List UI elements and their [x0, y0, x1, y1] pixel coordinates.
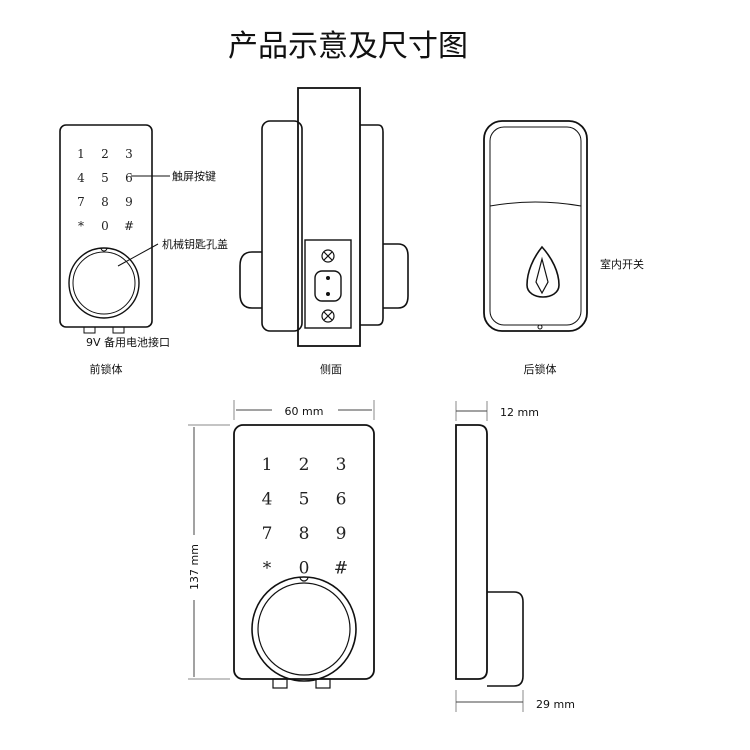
depth-label: 29 mm [536, 698, 575, 711]
side-profile-body [455, 424, 488, 680]
keypad-key: 9 [125, 195, 133, 209]
keypad-key: 8 [101, 195, 109, 209]
back-view-caption: 后锁体 [524, 362, 557, 376]
side-lock-view: 侧面 [239, 87, 409, 376]
keyhole-cover-mark [100, 247, 108, 252]
back-panel-inner [489, 126, 582, 326]
front-panel-outline [59, 124, 153, 328]
latch-bolt [314, 270, 342, 302]
key-cover-leader [117, 243, 159, 267]
battery-terminal-right [112, 326, 125, 334]
large-front-panel [233, 424, 375, 680]
width-label: 60 mm [285, 405, 324, 418]
keypad-key: 5 [101, 171, 109, 185]
front-lock-view: 1 2 3 4 5 6 7 8 9 * 0 # 触屏按键 机械钥匙孔盖 9V 备用电池接口 前锁体 [59, 124, 228, 376]
keypad-key: # [124, 219, 134, 233]
latch-screw-top-slot [323, 251, 333, 261]
keypad-key: 3 [125, 147, 133, 161]
back-panel-outline [483, 120, 588, 332]
side-view-caption: 侧面 [320, 363, 342, 376]
keypad-key: 7 [77, 195, 85, 209]
side-front-escutcheon [261, 120, 303, 332]
keypad-key: 2 [299, 455, 310, 475]
keypad-key: # [334, 559, 348, 579]
keypad-key: 8 [299, 524, 310, 544]
latch-screw-bottom-slot [323, 311, 333, 321]
back-status-dot [537, 324, 543, 330]
side-back-escutcheon [360, 124, 384, 326]
keypad-key: 4 [262, 490, 273, 510]
large-keyhole-mark [299, 576, 309, 582]
keypad-key: 5 [299, 490, 310, 510]
large-keypad: 1 2 3 4 5 6 7 8 9 * 0 # [262, 455, 349, 579]
front-keypad: 1 2 3 4 5 6 7 8 9 * 0 # [77, 147, 134, 233]
latch-screw-top [321, 249, 335, 263]
front-knob-ring [68, 247, 140, 319]
thickness-label: 12 mm [500, 406, 539, 419]
battery-port-label: 9V 备用电池接口 [86, 335, 170, 349]
large-knob [257, 582, 351, 676]
page-title: 产品示意及尺寸图 [228, 29, 468, 64]
latch-dot-top [326, 276, 330, 280]
back-lock-view: 室内开关 后锁体 [483, 120, 644, 376]
front-knob [72, 251, 136, 315]
height-label: 137 mm [188, 544, 201, 590]
back-panel-divider [489, 201, 582, 207]
side-door-block [297, 87, 361, 347]
keypad-key: * [78, 219, 84, 233]
indoor-thumbturn [526, 245, 560, 298]
keypad-key: 1 [77, 147, 85, 161]
keypad-key: 0 [101, 219, 109, 233]
indoor-switch-label: 室内开关 [600, 257, 644, 271]
keypad-key: 3 [336, 455, 347, 475]
keypad-key: 9 [336, 524, 347, 544]
latch-dot-bottom [326, 292, 330, 296]
keypad-key: 6 [336, 490, 347, 510]
keypad-key: 0 [299, 559, 310, 579]
thumbturn-grip [535, 256, 549, 295]
front-view-caption: 前锁体 [90, 362, 123, 376]
keypad-key: 1 [262, 455, 273, 475]
touch-keys-label: 触屏按键 [172, 169, 216, 183]
keypad-key: 4 [77, 171, 85, 185]
large-terminal-right [315, 678, 331, 689]
large-terminal-left [272, 678, 288, 689]
battery-terminal-left [83, 326, 96, 334]
front-dimension-view: 1 2 3 4 5 6 7 8 9 * 0 # 60 mm 137 mm [188, 400, 375, 689]
keypad-key: * [263, 559, 272, 579]
keypad-key: 2 [101, 147, 109, 161]
latch-screw-bottom [321, 309, 335, 323]
side-dimension-view: 12 mm 29 mm [455, 401, 575, 712]
latch-faceplate [304, 239, 352, 329]
large-knob-ring [251, 576, 357, 682]
keypad-key: 7 [262, 524, 273, 544]
side-profile-knob [487, 591, 524, 687]
key-cover-label: 机械钥匙孔盖 [162, 237, 228, 251]
side-back-knob [383, 243, 409, 309]
side-front-cylinder [239, 251, 262, 309]
keypad-key: 6 [125, 171, 133, 185]
